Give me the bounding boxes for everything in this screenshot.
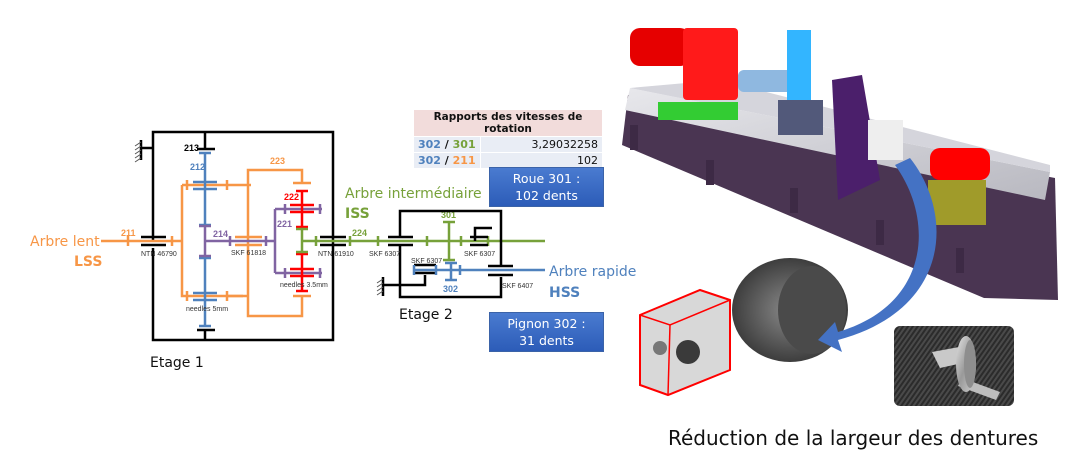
bearing-ntn46790 bbox=[141, 235, 166, 247]
lss-name: Arbre lent bbox=[30, 234, 100, 250]
hss-shaft bbox=[412, 261, 545, 282]
ratio-sep: / bbox=[440, 154, 453, 167]
table-row: 302 / 301 3,29032258 bbox=[414, 136, 602, 153]
ratio-den: 211 bbox=[452, 154, 476, 167]
label-214: 214 bbox=[213, 229, 228, 239]
stage2-label: Etage 2 bbox=[399, 307, 453, 323]
hss-name: Arbre rapide bbox=[549, 264, 636, 280]
ratio-pair: 302 / 211 bbox=[414, 152, 481, 168]
gear-213 bbox=[197, 132, 215, 151]
table-row: 302 / 211 102 bbox=[414, 152, 602, 168]
ratio-pair: 302 / 301 bbox=[414, 136, 481, 153]
wheel-301-line2: 102 dents bbox=[515, 188, 578, 203]
stage1-label: Etage 1 bbox=[150, 355, 204, 371]
gear-214-carrier bbox=[199, 204, 322, 278]
label-needles-5mm: needles 5mm bbox=[186, 306, 228, 313]
test-bench-image bbox=[622, 28, 1058, 300]
pinion-302-teeth-box: Pignon 302 : 31 dents bbox=[489, 312, 604, 352]
label-skf6307-c: SKF 6307 bbox=[411, 258, 442, 265]
wheel-301-teeth-box: Roue 301 : 102 dents bbox=[489, 167, 604, 207]
lss-abbr: LSS bbox=[74, 254, 102, 270]
ratio-den: 301 bbox=[452, 138, 476, 151]
hss-abbr: HSS bbox=[549, 285, 580, 301]
caption: Réduction de la largeur des dentures bbox=[668, 426, 1039, 450]
iss-name: Arbre intermédiaire bbox=[345, 186, 482, 202]
gear-224-iss bbox=[296, 220, 545, 262]
pinion-302-line2: 31 dents bbox=[519, 333, 574, 348]
label-skf6307-a: SKF 6307 bbox=[369, 251, 400, 258]
gear-photo bbox=[894, 326, 1014, 406]
lss-shaft bbox=[101, 168, 311, 318]
speed-ratio-table: Rapports des vitesses de rotation 302 / … bbox=[414, 110, 602, 168]
label-needles-3-5mm: needles 3.5mm bbox=[280, 282, 328, 289]
label-222: 222 bbox=[284, 192, 299, 202]
bearing-ntn61910 bbox=[320, 235, 346, 247]
stage2-housing bbox=[381, 209, 513, 299]
label-skf6307-b: SKF 6307 bbox=[464, 251, 495, 258]
label-213: 213 bbox=[184, 143, 199, 153]
ratio-value: 3,29032258 bbox=[480, 136, 602, 153]
ratio-value: 102 bbox=[480, 152, 602, 168]
label-302: 302 bbox=[443, 284, 458, 294]
wheel-301-line1: Roue 301 : bbox=[512, 171, 581, 186]
ratio-num: 302 bbox=[418, 154, 441, 167]
ground-hatch-1 bbox=[134, 141, 142, 163]
gearbox-image bbox=[639, 258, 848, 397]
label-ntn46790: NTN 46790 bbox=[141, 251, 177, 258]
label-223: 223 bbox=[270, 156, 285, 166]
stage1-bottom-ring bbox=[197, 328, 215, 340]
ground-hatch-2 bbox=[376, 278, 384, 296]
label-212: 212 bbox=[190, 162, 205, 172]
ratio-sep: / bbox=[440, 138, 453, 151]
label-301: 301 bbox=[441, 210, 456, 220]
label-skf61818: SKF 61818 bbox=[231, 250, 266, 257]
ratio-table-title: Rapports des vitesses de rotation bbox=[414, 110, 602, 137]
gear-212 bbox=[193, 151, 217, 328]
label-skf6407: SKF 6407 bbox=[502, 283, 533, 290]
label-221: 221 bbox=[277, 219, 292, 229]
label-ntn61910: NTN 61910 bbox=[318, 251, 354, 258]
iss-abbr: ISS bbox=[345, 206, 370, 222]
label-211: 211 bbox=[121, 228, 136, 238]
zoom-arrow-icon bbox=[818, 158, 937, 352]
ratio-num: 302 bbox=[418, 138, 441, 151]
pinion-302-line1: Pignon 302 : bbox=[507, 316, 586, 331]
label-224: 224 bbox=[352, 228, 367, 238]
gear-222 bbox=[290, 189, 314, 293]
